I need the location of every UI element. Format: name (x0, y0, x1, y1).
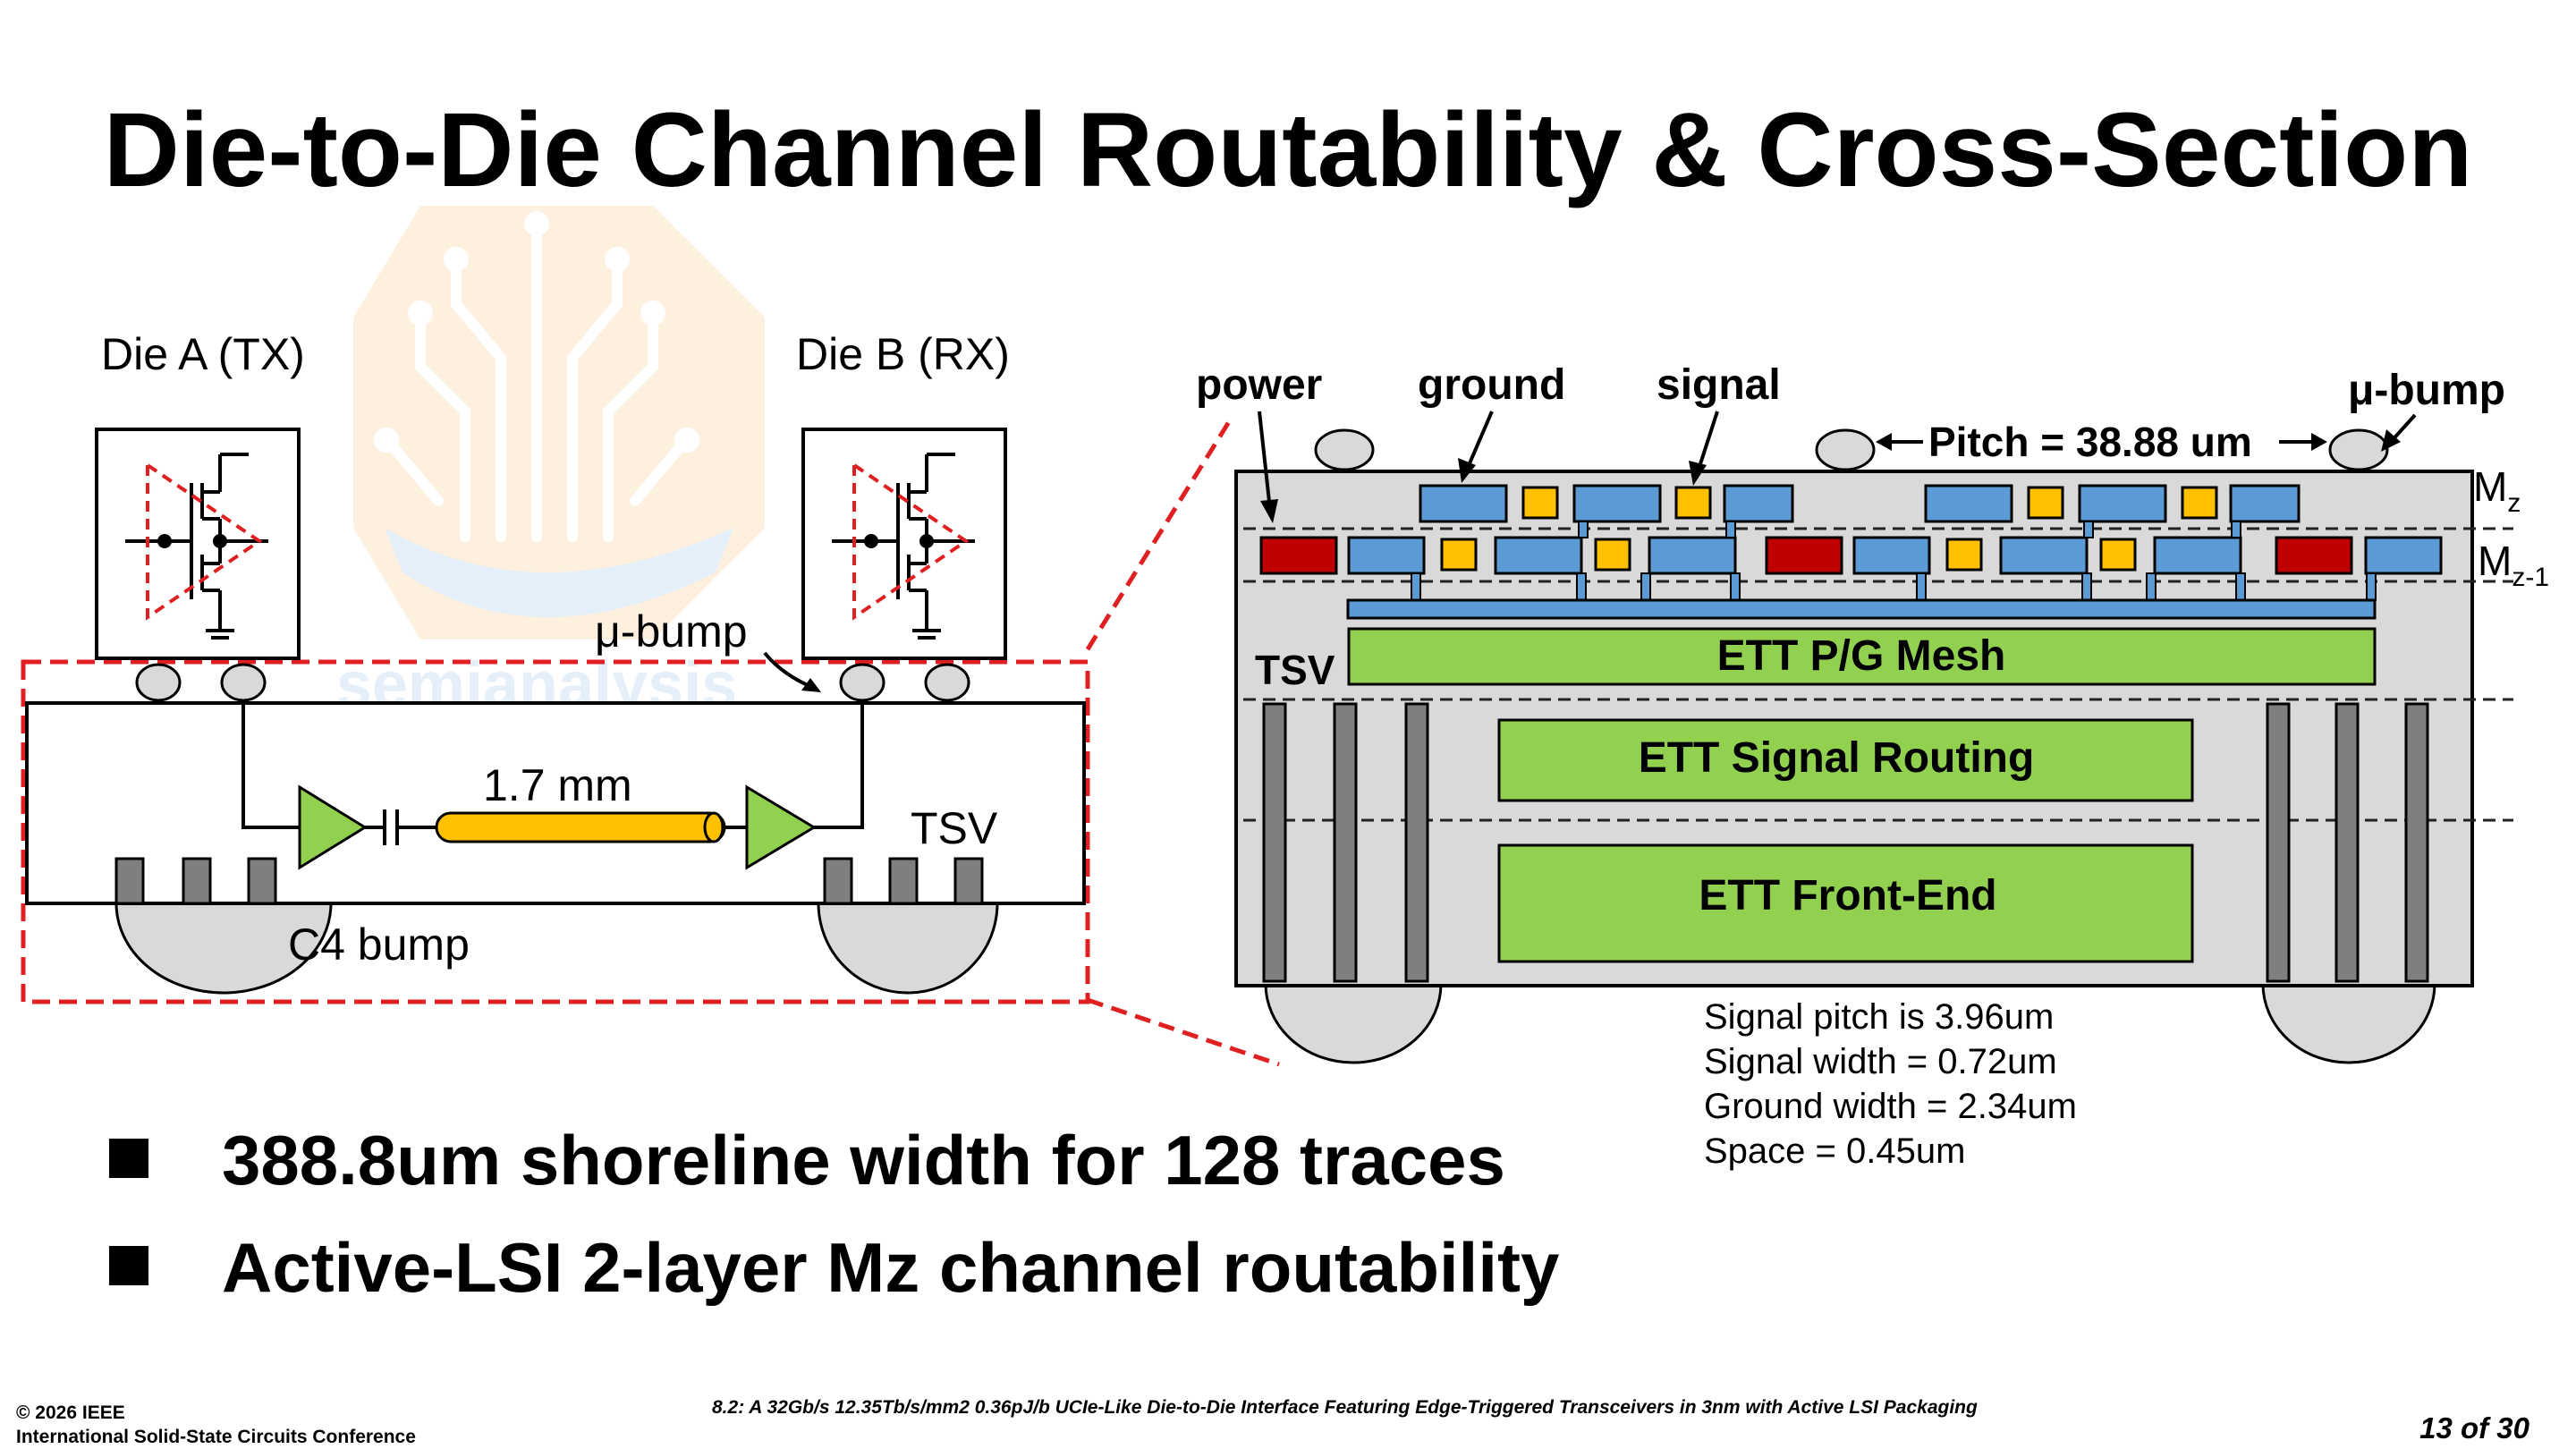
footer-conference: International Solid-State Circuits Confe… (16, 1427, 416, 1447)
slide-title: Die-to-Die Channel Routability & Cross-S… (103, 91, 2473, 209)
bullet-1-marker (109, 1139, 148, 1179)
ett-front-end-block (1497, 843, 2194, 963)
bullet-1: 388.8um shoreline width for 128 traces (109, 1120, 1505, 1201)
mz-label: Mz (2473, 463, 2521, 518)
ubump-a-1 (135, 663, 182, 702)
die-a-buffer-outline (146, 462, 263, 621)
channel-wire-tx (242, 700, 300, 829)
ground-arrowhead (1458, 458, 1476, 483)
footer-left: © 2026 IEEE International Solid-State Ci… (16, 1401, 416, 1449)
die-a-label: Die A (TX) (101, 329, 305, 379)
transmission-line-end (703, 811, 724, 843)
power-arrow (1258, 411, 1272, 511)
die-a-node-1 (157, 534, 172, 548)
tsv-left-2 (182, 857, 212, 905)
tx-buffer (298, 784, 368, 870)
pitch-arrowhead-right (2311, 433, 2327, 451)
signal-arrow (1696, 411, 1719, 473)
ett-front-end-label: ETT Front-End (1699, 872, 1996, 919)
channel-wire-rx (814, 700, 864, 829)
c4-bump-right (817, 902, 999, 995)
mz1-label: Mz-1 (2478, 538, 2549, 592)
signal-arrowhead (1689, 461, 1707, 486)
tsv-left-3 (247, 857, 277, 905)
transmission-line (435, 811, 726, 843)
power-label: power (1196, 361, 1322, 409)
right-ubump-label: μ-bump (2348, 367, 2505, 414)
power-arrowhead (1260, 499, 1278, 523)
footer-paper-title: 8.2: A 32Gb/s 12.35Tb/s/mm2 0.36pJ/b UCI… (712, 1397, 1978, 1418)
bullet-1-text: 388.8um shoreline width for 128 traces (222, 1121, 1505, 1199)
xsec-ubump-3 (2328, 428, 2389, 471)
ett-signal-routing-label: ETT Signal Routing (1639, 734, 2035, 782)
left-ubump-label: μ-bump (595, 606, 748, 657)
left-channel-diagram: Die A (TX) Die B (RX) μ-bump 1.7 mm TSV … (21, 329, 1090, 1004)
bullet-2-text: Active-LSI 2-layer Mz channel routabilit… (222, 1228, 1560, 1307)
c4-label: C4 bump (288, 919, 470, 970)
right-ubump-arrowhead (2381, 429, 2401, 452)
interposer-outline (21, 659, 1090, 1004)
c4-bump-left (114, 902, 333, 995)
pitch-arrowhead-left (1876, 433, 1892, 451)
xsec-c4-left (1264, 982, 1443, 1064)
xsec-ubump-2 (1815, 428, 1876, 471)
ett-pg-mesh-label: ETT P/G Mesh (1717, 632, 2006, 680)
tsv-right-3 (953, 857, 984, 905)
bullet-2: Active-LSI 2-layer Mz channel routabilit… (109, 1227, 1559, 1309)
ubump-a-2 (220, 663, 267, 702)
spec-signal-width: Signal width = 0.72um (1704, 1042, 2057, 1081)
mz1-layer (1259, 536, 2443, 575)
right-cross-section: ETT P/G Mesh ETT Signal Routing ETT Fron… (1196, 361, 2549, 1171)
tsv-right-1 (823, 857, 853, 905)
die-b-label: Die B (RX) (796, 329, 1010, 379)
tsv-right-2 (888, 857, 919, 905)
die-b-buffer-outline (852, 462, 970, 621)
zoom-line-bottom (1087, 997, 1280, 1067)
left-tsv-label: TSV (911, 803, 998, 853)
pg-bar (1346, 598, 2377, 620)
ground-arrow (1465, 411, 1494, 470)
footer-copyright: © 2026 IEEE (16, 1402, 125, 1423)
die-a-node-2 (213, 534, 227, 548)
zoom-line-top (1085, 419, 1233, 651)
xsec-tsvs (1262, 702, 2429, 983)
pitch-label: Pitch = 38.88 um (1928, 419, 2252, 465)
length-label: 1.7 mm (483, 760, 632, 810)
signal-label: signal (1657, 361, 1781, 409)
die-b-node-1 (864, 534, 878, 548)
ubump-b-1 (839, 663, 886, 702)
xsec-tsv-label: TSV (1255, 647, 1335, 693)
rx-buffer (745, 784, 817, 870)
tsv-left-1 (114, 857, 145, 905)
spec-signal-pitch: Signal pitch is 3.96um (1704, 997, 2054, 1037)
left-ubump-arrowhead (801, 678, 821, 692)
ett-signal-routing-block (1497, 718, 2194, 802)
xsec-ubump-1 (1314, 428, 1375, 471)
spec-space: Space = 0.45um (1704, 1131, 1965, 1171)
ground-label: ground (1418, 361, 1565, 409)
die-a (95, 428, 301, 660)
spec-ground-width: Ground width = 2.34um (1704, 1087, 2077, 1126)
footer-page-number: 13 of 30 (2419, 1411, 2529, 1445)
die-b (801, 428, 1007, 660)
bullet-2-marker (109, 1246, 148, 1286)
xsec-c4-right (2261, 982, 2436, 1064)
die-b-node-2 (919, 534, 934, 548)
ubump-b-2 (924, 663, 970, 702)
ett-pg-mesh-block (1347, 627, 2377, 686)
mz-layer (1419, 484, 2301, 523)
